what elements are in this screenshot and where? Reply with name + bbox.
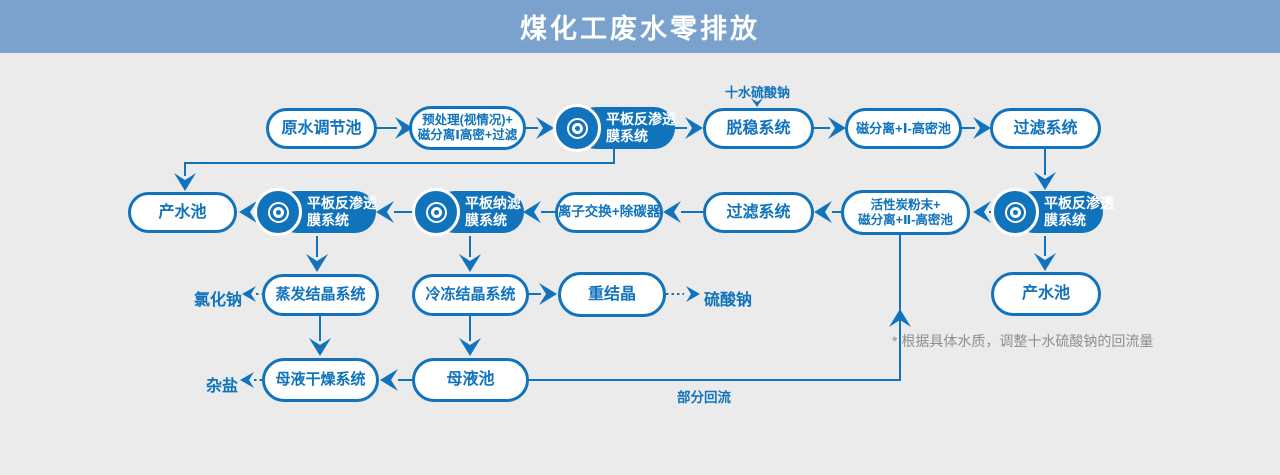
node-freeze-crystallization: 冷冻结晶系统 <box>412 274 529 316</box>
node-label: 离子交换+除碳器 <box>557 204 661 220</box>
footnote-reflux-adjustment: * 根据具体水质，调整十水硫酸钠的回流量 <box>892 333 1154 349</box>
node-filter-system-2: 过滤系统 <box>703 192 814 233</box>
node-mother-liquor-pool: 母液池 <box>412 358 529 402</box>
membrane-disc-icon-dot <box>272 206 284 218</box>
node-label-line1: 平板反渗透 <box>307 195 377 211</box>
node-label: 重结晶 <box>587 285 636 303</box>
node-label-line2: 膜系统 <box>307 212 349 228</box>
node-product-water-pool-1: 产水池 <box>128 192 237 233</box>
membrane-disc-icon-ring <box>566 117 588 139</box>
node-recrystallization: 重结晶 <box>558 272 666 317</box>
membrane-disc-icon-ring <box>267 201 289 223</box>
membrane-disc-icon-ring <box>425 201 447 223</box>
membrane-disc-icon-dot <box>430 206 442 218</box>
node-label: 冷冻结晶系统 <box>425 286 516 303</box>
node-label-line1: 预处理(视情况)+ <box>422 113 513 127</box>
node-mother-liquor-drying: 母液干燥系统 <box>262 358 379 402</box>
node-label-line1: 平板纳滤 <box>465 195 521 211</box>
node-magnetic-separation-1-pool: 磁分离+Ⅰ-高密池 <box>845 108 962 149</box>
node-flat-nanofiltration-membrane: 平板纳滤 膜系统 <box>412 188 524 236</box>
node-label: 磁分离+Ⅰ-高密池 <box>856 120 951 136</box>
label-mixed-salt: 杂盐 <box>206 378 239 395</box>
node-label: 母液池 <box>446 371 495 389</box>
node-flat-ro-membrane-3: 平板反渗透 膜系统 <box>991 188 1114 236</box>
node-label: 平板反渗透 膜系统 <box>606 111 676 145</box>
membrane-disc-icon-dot <box>571 122 583 134</box>
membrane-disc-icon-dot <box>1009 206 1021 218</box>
membrane-disc-icon <box>553 104 601 152</box>
node-label-line2: 膜系统 <box>1044 212 1086 228</box>
node-label: 产水池 <box>1021 285 1070 303</box>
label-sodium-sulfate-decahydrate: 十水硫酸钠 <box>725 85 791 100</box>
node-label: 产水池 <box>158 203 207 221</box>
membrane-disc-icon-ring <box>1004 201 1026 223</box>
node-ion-exchange-decarbonizer: 离子交换+除碳器 <box>555 192 663 233</box>
node-label-line2: 磁分离+Ⅱ-高密池 <box>858 212 953 227</box>
node-label: 原水调节池 <box>281 119 362 137</box>
node-label: 平板反渗透 膜系统 <box>1044 195 1114 229</box>
title-banner: 煤化工废水零排放 <box>0 0 1280 53</box>
label-sodium-chloride: 氯化钠 <box>194 292 243 309</box>
node-label: 过滤系统 <box>1013 119 1078 137</box>
node-pretreatment: 预处理(视情况)+ 磁分离Ⅰ高密+过滤 <box>409 106 526 150</box>
node-label-line1: 平板反渗透 <box>1044 195 1114 211</box>
label-sodium-sulfate: 硫酸钠 <box>704 292 753 309</box>
node-label-line2: 膜系统 <box>465 212 507 228</box>
node-label: 过滤系统 <box>726 203 791 221</box>
node-label: 蒸发结晶系统 <box>275 286 366 303</box>
node-flat-ro-membrane-2: 平板反渗透 膜系统 <box>254 188 377 236</box>
membrane-disc-icon <box>412 188 460 236</box>
node-raw-water-pool: 原水调节池 <box>266 108 377 149</box>
node-label: 平板纳滤 膜系统 <box>465 195 521 229</box>
label-partial-reflux: 部分回流 <box>677 390 731 405</box>
node-label: 脱稳系统 <box>726 119 791 137</box>
node-label-line1: 活性炭粉末+ <box>870 197 941 212</box>
node-product-water-pool-2: 产水池 <box>991 272 1101 316</box>
node-label: 母液干燥系统 <box>275 371 366 388</box>
membrane-disc-icon <box>991 188 1039 236</box>
node-destabilization-system: 脱稳系统 <box>703 108 814 149</box>
node-label-line2: 膜系统 <box>606 128 648 144</box>
node-label: 平板反渗透 膜系统 <box>307 195 377 229</box>
node-label-line1: 平板反渗透 <box>606 111 676 127</box>
page-title: 煤化工废水零排放 <box>520 14 760 44</box>
node-evaporation-crystallization: 蒸发结晶系统 <box>262 274 379 316</box>
node-filter-system-1: 过滤系统 <box>990 108 1101 149</box>
node-label-line2: 磁分离Ⅰ高密+过滤 <box>417 128 518 142</box>
membrane-disc-icon <box>254 188 302 236</box>
node-flat-ro-membrane-1: 平板反渗透 膜系统 <box>553 104 676 152</box>
node-activated-carbon-magsep-2-pool: 活性炭粉末+ 磁分离+Ⅱ-高密池 <box>841 190 970 235</box>
